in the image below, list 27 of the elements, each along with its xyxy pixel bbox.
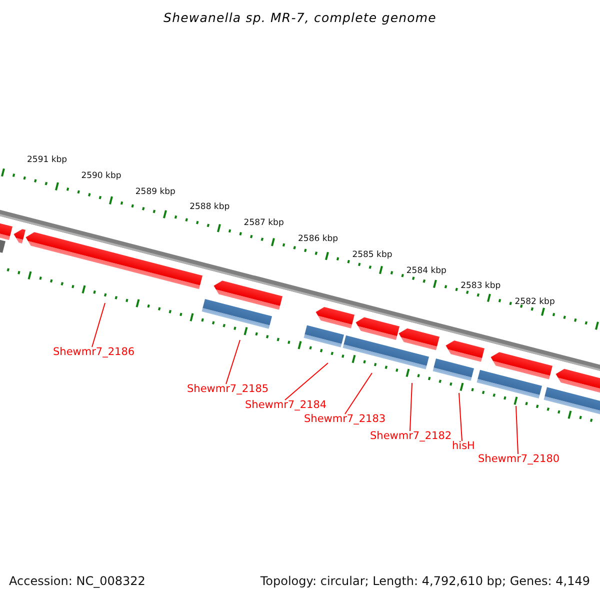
gene-label: Shewmr7_2180	[478, 453, 560, 466]
leader-line	[284, 362, 328, 400]
gene-label: Shewmr7_2185	[187, 383, 269, 396]
leader-line	[516, 406, 518, 454]
scale-label: 2584 kbp	[406, 266, 446, 276]
scale-label: 2582 kbp	[514, 297, 555, 308]
leader-line	[410, 382, 412, 432]
genome-info-text: Topology: circular; Length: 4,792,610 bp; Genes: 4,149	[260, 574, 590, 588]
scale-label: 2587 kbp	[244, 218, 284, 228]
gene-label: hisH	[452, 440, 475, 453]
leader-line	[458, 392, 462, 442]
scale-label: 2585 kbp	[352, 250, 392, 260]
scale-label: 2590 kbp	[81, 170, 122, 181]
scale-label: 2589 kbp	[135, 186, 176, 197]
leader-line	[92, 302, 106, 348]
title: Shewanella sp. MR-7, complete genome	[162, 10, 438, 25]
accession-text: Accession: NC_008322	[9, 574, 146, 588]
gene-label: Shewmr7_2184	[245, 399, 327, 412]
gene-label: Shewmr7_2183	[304, 413, 386, 426]
gene-label: Shewmr7_2182	[370, 430, 452, 443]
scale-label: 2583 kbp	[460, 281, 501, 292]
scale-label: 2588 kbp	[190, 202, 230, 213]
gene-label: Shewmr7_2186	[53, 346, 135, 359]
scale-label: 2591 kbp	[27, 155, 68, 166]
leader-line	[344, 372, 372, 414]
leader-line	[226, 340, 240, 384]
scale-label: 2586 kbp	[298, 234, 338, 244]
